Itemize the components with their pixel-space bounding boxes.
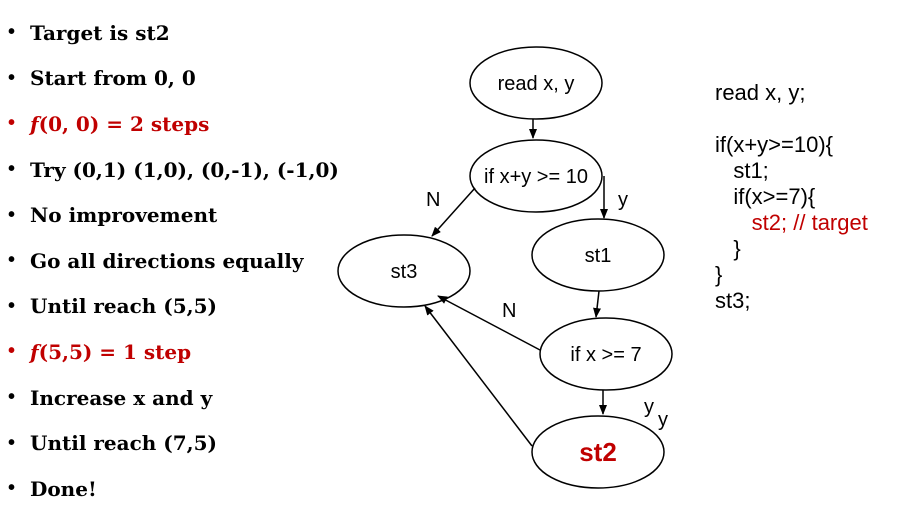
node-st3 — [337, 234, 471, 308]
edge-st2-to-st3 — [424, 305, 533, 447]
bullet-item-until-55: • Until reach (5,5) — [8, 284, 339, 330]
bullet-list: • Target is st2 • Start from 0, 0 • f (0… — [8, 10, 339, 512]
bullet-text: Increase x and y — [30, 385, 213, 410]
edge-label-cond2-yes-a: y — [644, 396, 654, 418]
bullet-item-until-75: • Until reach (7,5) — [8, 420, 339, 466]
node-cond2-label: if x >= 7 — [570, 344, 641, 366]
code-block: read x, y; if(x+y>=10){ st1; if(x>=7){ s… — [715, 80, 868, 314]
node-read-label: read x, y — [498, 73, 575, 95]
bullet-text: Until reach (5,5) — [30, 294, 218, 319]
edge-label-cond2-no: N — [502, 300, 516, 322]
node-cond2 — [539, 317, 673, 391]
bullet-text: Go all directions equally — [30, 248, 304, 273]
code-line: if(x>=7){ — [715, 184, 816, 209]
node-read — [469, 46, 603, 120]
bullet-item-f00: • f (0, 0) = 2 steps — [8, 101, 339, 147]
bullet-dot: • — [8, 203, 16, 226]
bullet-text: No improvement — [30, 203, 218, 228]
bullet-dot: • — [8, 386, 16, 409]
edge-cond1-to-st3 — [431, 187, 476, 237]
bullet-text: Target is st2 — [30, 20, 170, 45]
node-cond1-label: if x+y >= 10 — [484, 166, 588, 188]
bullet-dot: • — [8, 477, 16, 500]
edge-label-cond2-yes-b: y — [658, 409, 668, 431]
bullet-item-try: • Try (0,1) (1,0), (0,-1), (-1,0) — [8, 147, 339, 193]
bullet-dot: • — [8, 112, 16, 135]
bullet-text: (0, 0) = 2 steps — [38, 111, 210, 136]
bullet-dot: • — [8, 158, 16, 181]
bullet-dot: • — [8, 249, 16, 272]
bullet-item-start: • Start from 0, 0 — [8, 56, 339, 102]
bullet-item-all-directions: • Go all directions equally — [8, 238, 339, 284]
node-st1-label: st1 — [585, 245, 612, 267]
node-cond1 — [469, 139, 603, 213]
code-line — [715, 106, 868, 132]
bullet-dot: • — [8, 66, 16, 89]
bullet-text: Start from 0, 0 — [30, 66, 196, 91]
bullet-dot: • — [8, 21, 16, 44]
code-line: st3; — [715, 288, 751, 313]
code-line: } — [715, 262, 723, 287]
bullet-item-f55: • f (5,5) = 1 step — [8, 329, 339, 375]
edge-st1-to-cond2 — [593, 290, 602, 318]
bullet-item-target: • Target is st2 — [8, 10, 339, 56]
edge-label-cond1-no: N — [426, 189, 440, 211]
node-st2-label: st2 — [579, 437, 617, 467]
bullet-text: (5,5) = 1 step — [38, 339, 192, 364]
bullet-dot: • — [8, 294, 16, 317]
bullet-text: Done! — [30, 476, 97, 501]
bullet-dot: • — [8, 431, 16, 454]
function-symbol: f — [30, 111, 39, 136]
code-line: if(x+y>=10){ — [715, 132, 834, 157]
node-st2 — [531, 415, 665, 489]
code-line: read x, y; — [715, 80, 806, 105]
bullet-text: Try (0,1) (1,0), (0,-1), (-1,0) — [30, 157, 339, 182]
bullet-dot: • — [8, 340, 16, 363]
code-line: } — [715, 236, 741, 261]
function-symbol: f — [30, 339, 39, 364]
node-st1 — [531, 218, 665, 292]
bullet-item-done: • Done! — [8, 466, 339, 512]
edge-cond2-to-st3 — [437, 295, 541, 351]
code-line: st1; — [715, 158, 769, 183]
code-line-target: st2; // target — [715, 210, 868, 235]
edge-label-cond1-yes: y — [618, 189, 628, 211]
bullet-item-increase: • Increase x and y — [8, 375, 339, 421]
node-st3-label: st3 — [391, 261, 418, 283]
bullet-item-no-improvement: • No improvement — [8, 192, 339, 238]
bullet-text: Until reach (7,5) — [30, 431, 218, 456]
